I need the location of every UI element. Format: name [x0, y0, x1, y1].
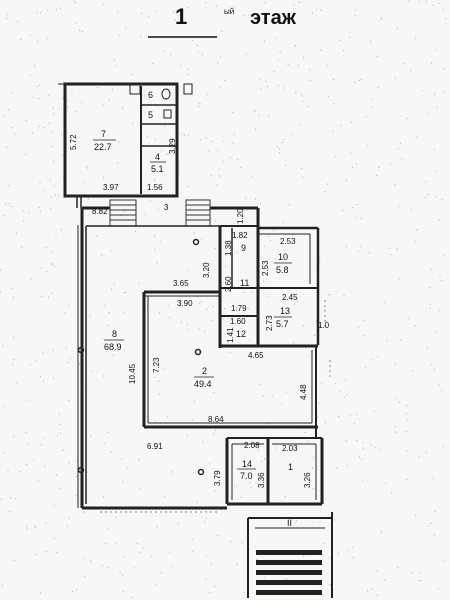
dim-1-82: 1.82 [232, 231, 248, 240]
column-marker-4 [77, 346, 85, 354]
room-14-area: 7.0 [240, 471, 253, 481]
north-annex-walls [58, 82, 193, 198]
dim-10-45: 10.45 [128, 363, 137, 384]
dim-2-45: 2.45 [282, 293, 298, 302]
dim-1-41: 1.41 [226, 327, 235, 343]
room-2-area: 49.4 [194, 379, 212, 389]
room-6-number: 6 [148, 90, 153, 100]
room-4-area: 5.1 [151, 164, 164, 174]
room-12-number: 12 [236, 329, 246, 339]
dim-7-23: 7.23 [152, 357, 161, 373]
room-8-inner-walls [85, 225, 220, 504]
room-7-number: 7 [101, 129, 106, 139]
main-outer-walls [77, 206, 324, 510]
room-13-area: 5.7 [276, 319, 289, 329]
dim-3-65: 3.65 [173, 279, 189, 288]
north-stairs [109, 199, 211, 227]
right-rooms-walls [218, 225, 318, 348]
columns [77, 238, 205, 476]
dim-2-03: 2.03 [282, 444, 298, 453]
room-8-number: 8 [112, 329, 117, 339]
room-9-number: 9 [241, 243, 246, 253]
room-11-number: 11 [240, 278, 249, 288]
bottom-rooms-walls [225, 437, 322, 504]
dim-5-72: 5.72 [69, 134, 78, 150]
room-13-number: 13 [280, 306, 290, 316]
dim-4-65: 4.65 [248, 351, 264, 360]
dim-3-29: 3.29 [168, 138, 177, 154]
dim-8-64: 8.64 [208, 415, 224, 424]
dim-3-97: 3.97 [103, 183, 119, 192]
dim-2-60: 2.60 [224, 276, 233, 292]
side-mark: 1.0 [318, 321, 330, 330]
floor-word: этаж [250, 7, 297, 29]
room-8-area: 68.9 [104, 342, 122, 352]
dim-1-56: 1.56 [147, 183, 163, 192]
room-7-area: 22.7 [94, 142, 112, 152]
south-stair-steps [256, 550, 322, 595]
column-marker-3 [197, 468, 205, 476]
dim-1-79: 1.79 [231, 304, 247, 313]
dim-3-20: 3.20 [202, 262, 211, 278]
room-14-number: 14 [242, 459, 252, 469]
room-2-walls [142, 290, 318, 429]
room-2-number: 2 [202, 366, 207, 376]
dim-1-38: 1.38 [224, 240, 233, 256]
toilet-icon [161, 88, 171, 100]
dim-3: 3 [164, 203, 169, 212]
sink-icon [163, 109, 172, 119]
dim-2-53-side: 2.53 [261, 260, 270, 276]
room-10-number: 10 [278, 252, 288, 262]
dim-4-48: 4.48 [299, 384, 308, 400]
dim-3-79: 3.79 [213, 470, 222, 486]
column-marker-5 [77, 466, 85, 474]
dim-1-60: 1.60 [230, 317, 246, 326]
dim-6-91: 6.91 [147, 442, 163, 451]
room-1-number: 1 [288, 462, 293, 472]
dim-2-08: 2.08 [244, 441, 260, 450]
room-5-number: 5 [148, 110, 153, 120]
column-marker-1 [192, 238, 200, 246]
floor-number: 1 [175, 4, 187, 29]
dim-3-36: 3.36 [257, 472, 266, 488]
floor-number-superscript: ый [224, 7, 234, 16]
stair-label: II [287, 518, 292, 528]
sanitary-fixtures [161, 88, 172, 119]
dim-2-73: 2.73 [265, 315, 274, 331]
column-marker-2 [194, 348, 202, 356]
dim-2-53-top: 2.53 [280, 237, 296, 246]
dim-1-20: 1.20 [236, 208, 245, 224]
room-10-area: 5.8 [276, 265, 289, 275]
dim-8-82: 8.82 [92, 207, 108, 216]
exterior-dashes [100, 300, 331, 513]
room-4-number: 4 [155, 152, 160, 162]
dim-3-26: 3.26 [303, 472, 312, 488]
dim-3-90: 3.90 [177, 299, 193, 308]
